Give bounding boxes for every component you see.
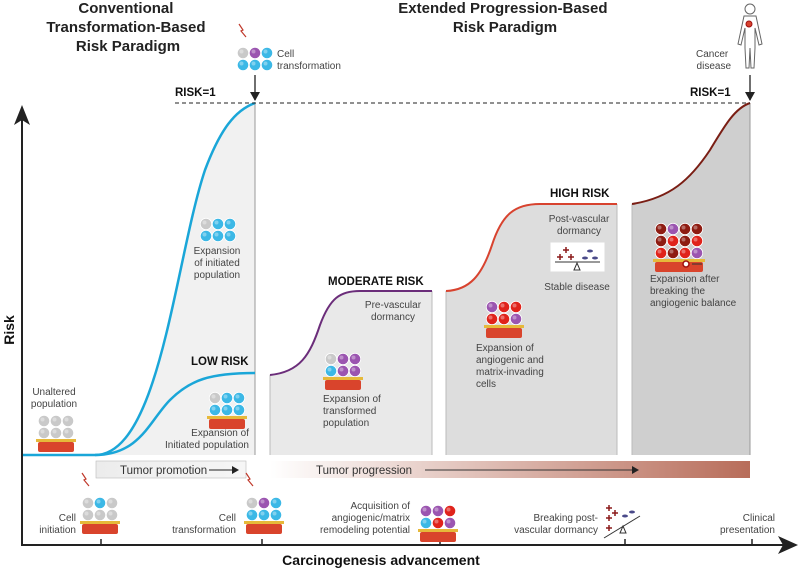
x-axis	[21, 536, 798, 554]
high-risk-label: HIGH RISK	[550, 188, 610, 200]
unaltered-cell-cluster-icon	[36, 414, 76, 452]
right-arrow-icon	[209, 466, 239, 474]
cancer-disease-label: Cancer disease	[696, 49, 731, 72]
mutation-bolt-icon	[81, 472, 90, 487]
high-risk-curve	[445, 203, 617, 292]
risk-one-label-right: RISK=1	[690, 87, 731, 99]
panel-conventional-fill	[95, 103, 255, 455]
clinical-risk-curve	[631, 102, 751, 205]
x-axis-label: Carcinogenesis advancement	[282, 552, 480, 568]
low-risk-curve	[94, 371, 256, 457]
down-arrow-icon	[250, 75, 260, 101]
cell-transformation-label: Cell transformation	[277, 49, 341, 72]
risk-one-label-left: RISK=1	[175, 87, 216, 99]
conventional-risk-curve	[22, 101, 256, 457]
tumor-progression-label: Tumor progression	[316, 465, 412, 477]
y-axis	[14, 105, 30, 546]
right-arrow-icon	[425, 466, 639, 474]
mutation-bolt-icon	[245, 472, 254, 487]
angiogenic-cell-cluster-icon	[484, 300, 524, 338]
angiogenic-milestone-cluster-icon	[418, 504, 458, 542]
initiated-low-cell-cluster-icon	[207, 391, 247, 429]
stable-disease-label: Stable disease	[544, 282, 610, 293]
transformation-milestone-cluster-icon	[244, 496, 284, 534]
transformation-cell-cluster-icon	[236, 46, 274, 72]
transformed-cell-cluster-icon	[323, 352, 363, 390]
advanced-cell-cluster-icon	[653, 222, 705, 272]
moderate-risk-label: MODERATE RISK	[328, 276, 424, 288]
low-risk-label: LOW RISK	[191, 356, 249, 368]
initiated-cell-cluster-icon	[199, 217, 237, 243]
conventional-paradigm-title: Conventional Transformation-Based Risk P…	[46, 0, 209, 55]
panel-advanced-fill	[632, 103, 750, 455]
milestone-label: Breaking post-vascular dormancy	[514, 513, 598, 536]
tumor-promotion-label: Tumor promotion	[120, 465, 207, 477]
moderate-risk-curve	[269, 290, 432, 376]
tumor-promotion-bar	[95, 460, 247, 479]
human-figure-icon	[737, 3, 763, 69]
y-axis-label: Risk	[1, 315, 17, 345]
extended-paradigm-title: Extended Progression-Based Risk Paradigm	[398, 0, 611, 36]
initiation-milestone-cluster-icon	[80, 496, 120, 534]
angiogenic-balance-icon	[549, 241, 606, 273]
escaping-cells-icon	[682, 260, 702, 268]
breaking-dormancy-icon	[603, 505, 641, 539]
mutation-bolt-icon	[238, 23, 247, 38]
down-arrow-icon	[745, 75, 755, 101]
